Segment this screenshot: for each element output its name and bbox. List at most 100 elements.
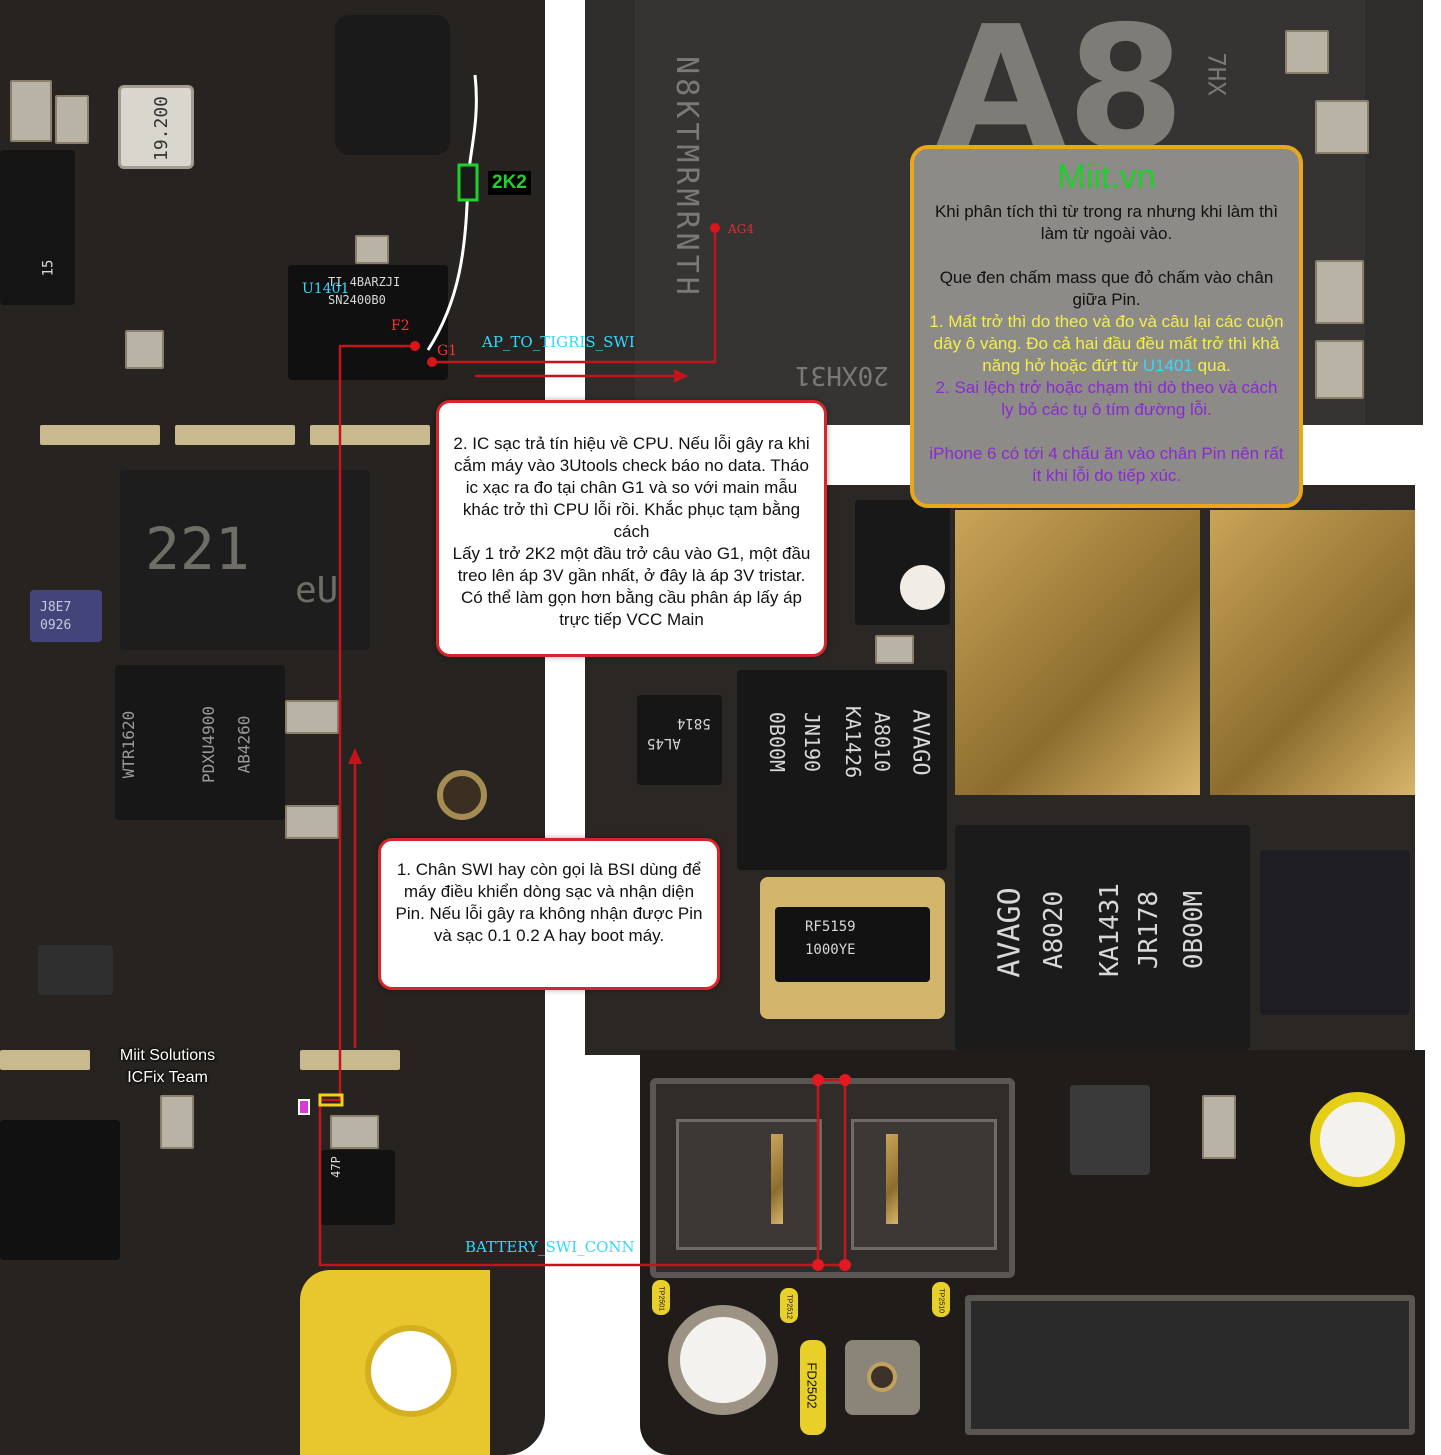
gold-shield-right xyxy=(1210,510,1415,795)
smd-1 xyxy=(10,80,52,142)
point-conn-4 xyxy=(839,1259,851,1271)
tip-spacer-1 xyxy=(928,245,1285,267)
wtr-chip: WTR1620 PDXU4900 AB4260 xyxy=(115,665,285,820)
tip-line-5: iPhone 6 có tới 4 chấu ăn vào chân Pin n… xyxy=(929,444,1284,485)
battery-pin-1 xyxy=(771,1134,783,1224)
small-chip-j8e7-text: J8E7 xyxy=(40,600,72,615)
note-cpu-text: 2. IC sạc trả tín hiệu về CPU. Nếu lỗi g… xyxy=(452,434,811,629)
chip-eu-text: eU xyxy=(295,570,339,611)
test-point-1: TP2501 xyxy=(652,1280,670,1315)
smd-8 xyxy=(330,1115,379,1149)
crystal-19200: 19.200 xyxy=(118,85,194,169)
u1401-chip: TI 4BARZJI SN2400B0 xyxy=(288,265,448,380)
arrow-cpu-head xyxy=(674,369,688,383)
tip-line-3: 1. Mất trở thì do theo và đo và câu lại … xyxy=(928,311,1285,377)
bottom-smd-1 xyxy=(1202,1095,1236,1159)
ap-to-tigris-swi-label: AP_TO_TIGRIS_SWI xyxy=(482,333,635,351)
dock-connector xyxy=(965,1295,1415,1435)
cpu-smd-2 xyxy=(1315,100,1369,154)
tip-line-4: 2. Sai lệch trở hoặc chạm thì dò theo và… xyxy=(935,378,1278,419)
rf-connector-bottom xyxy=(845,1340,920,1415)
point-g1 xyxy=(427,357,437,367)
credit-line-1: Miit Solutions xyxy=(119,1047,216,1064)
avago-a8010: AVAGO A8010 KA1426 JN190 0B00M xyxy=(737,670,947,870)
f2-label: F2 xyxy=(391,318,410,334)
small-chip-j8e7: J8E7 0926 xyxy=(30,590,102,642)
tip-spacer-2 xyxy=(928,421,1285,443)
white-dot xyxy=(900,565,945,610)
gold-shield-left xyxy=(955,510,1200,795)
pad-strip-1 xyxy=(40,425,160,445)
small-chip-0926-text: 0926 xyxy=(40,618,72,633)
smd-2 xyxy=(55,95,89,144)
chip-bottom-left xyxy=(0,1120,120,1260)
test-point-3: TP2512 xyxy=(780,1288,798,1323)
tip-line-3-part2: qua. xyxy=(1197,356,1231,375)
credit-block: Miit Solutions ICFix Team xyxy=(100,1045,235,1089)
note-cpu-signal: 2. IC sạc trả tín hiệu về CPU. Nếu lỗi g… xyxy=(436,400,827,657)
pad-strip-2 xyxy=(175,425,295,445)
mount-hole-left xyxy=(365,1325,457,1417)
battery-connector xyxy=(650,1078,1015,1278)
resistor-value-label: 2K2 xyxy=(488,171,531,195)
tip-title: Miit.vn xyxy=(1057,158,1156,196)
mount-hole-bottom-right xyxy=(1310,1092,1405,1187)
u1401-label: U1401 xyxy=(302,281,350,297)
wire-2k2 xyxy=(426,74,478,351)
tip-line-2: Que đen chấm mass que đỏ chấm vào chân g… xyxy=(939,268,1274,309)
chip-47p: 47P xyxy=(320,1150,395,1225)
point-ag4 xyxy=(710,223,720,233)
battery-pin-2 xyxy=(886,1134,898,1224)
chip-square-bottom xyxy=(1070,1085,1150,1175)
trace-g1-to-cpu xyxy=(432,228,717,364)
cpu-smd-4 xyxy=(1315,340,1364,399)
pad-strip-5 xyxy=(300,1050,400,1070)
pcb-bottom-section: FD2502 TP2501 TP2510 TP2512 xyxy=(640,1050,1425,1455)
smd-3 xyxy=(355,235,389,264)
rf5159-chip: RF5159 1000YE xyxy=(775,907,930,982)
tip-line-1: Khi phân tích thì từ trong ra nhưng khi … xyxy=(934,202,1279,243)
point-conn-2 xyxy=(839,1074,851,1086)
arrow-up-swi xyxy=(348,748,362,764)
point-f2 xyxy=(410,341,420,351)
u1401-silk1: TI 4BARZJI xyxy=(328,275,401,289)
point-conn-3 xyxy=(812,1259,824,1271)
smd-6 xyxy=(285,805,339,839)
tip-line-3-part1: 1. Mất trở thì do theo và đo và câu lại … xyxy=(929,312,1284,375)
small-chip-left-bottom xyxy=(38,945,113,995)
cpu-smd-3 xyxy=(1315,260,1364,324)
avago-a8020: AVAGO A8020 KA1431 JR178 0B00M xyxy=(955,825,1250,1050)
cpu-smd-1 xyxy=(1285,30,1329,74)
note-swi-text: 1. Chân SWI hay còn gọi là BSI dùng để m… xyxy=(395,860,703,945)
battery-connector-inner-right xyxy=(851,1119,997,1250)
rf5159-text2: 1000YE xyxy=(805,942,856,958)
smd-7 xyxy=(160,1095,194,1149)
point-conn-1 xyxy=(812,1074,824,1086)
rf-connector-center xyxy=(867,1362,897,1392)
connector-ring-left xyxy=(437,770,487,820)
smd-5 xyxy=(285,700,339,734)
chip-top-left xyxy=(0,150,75,305)
chip-221-text: 221 xyxy=(145,515,250,583)
battery-connector-inner-left xyxy=(676,1119,822,1250)
ag4-label: AG4 xyxy=(728,222,754,236)
pcb-left-section: 15 19.200 TI 4BARZJI SN2400B0 221 eU J8E… xyxy=(0,0,545,1455)
shield-square xyxy=(335,15,450,155)
right-smd-1 xyxy=(875,635,914,664)
swi-marker-yellow xyxy=(318,1093,344,1107)
u1401-silk2: SN2400B0 xyxy=(328,293,386,307)
tip-panel: Miit.vn Khi phân tích thì từ trong ra nh… xyxy=(910,145,1303,508)
tip-line-3-highlight: U1401 xyxy=(1142,356,1193,375)
g1-label: G1 xyxy=(437,343,458,359)
swi-marker-purple xyxy=(298,1099,310,1115)
pad-strip-4 xyxy=(0,1050,90,1070)
rf5159-module: RF5159 1000YE xyxy=(760,877,945,1019)
resistor-2k2 xyxy=(457,163,479,202)
smd-4 xyxy=(125,330,164,369)
test-point-2: TP2510 xyxy=(932,1282,950,1317)
fd2502-badge: FD2502 xyxy=(800,1340,826,1435)
chip-bga-right xyxy=(1260,850,1410,1015)
chip-221: 221 eU xyxy=(120,470,370,650)
battery-swi-conn-label: BATTERY_SWI_CONN xyxy=(465,1238,635,1256)
